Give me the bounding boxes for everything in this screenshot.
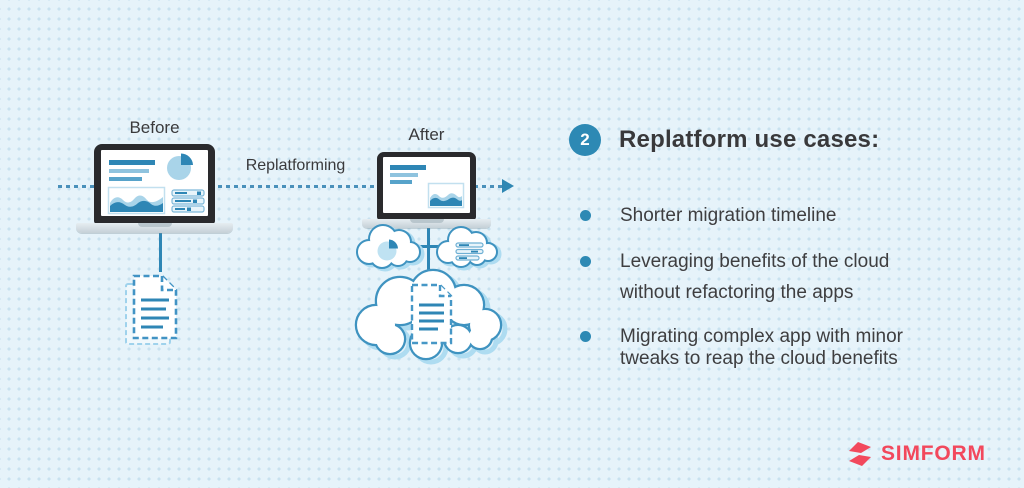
replatforming-dashed-arrow-line	[58, 185, 505, 188]
pie-chart-icon	[377, 239, 398, 261]
document-icon	[410, 283, 453, 345]
after-laptop-icon	[377, 152, 476, 220]
replatforming-label: Replatforming	[245, 157, 346, 174]
pie-chart-icon	[167, 153, 193, 180]
simform-logo-text: SIMFORM	[881, 442, 986, 465]
bullet-dot-icon	[580, 210, 591, 221]
before-dashboard-graphic	[107, 153, 205, 215]
laptop-base-notch	[409, 219, 444, 223]
bullet-item: Shorter migration timeline	[620, 205, 837, 226]
after-cloud-connector-line	[427, 227, 430, 285]
before-label: Before	[129, 118, 180, 137]
panel-title: Replatform use cases:	[619, 126, 880, 153]
area-chart-icon	[107, 186, 166, 215]
bullet-item: Migrating complex app with minor tweaks …	[620, 326, 904, 369]
after-laptop-screen	[383, 157, 470, 213]
bullet-dot-icon	[580, 256, 591, 267]
text-lines-icon	[390, 165, 426, 184]
before-laptop-screen	[101, 150, 208, 216]
step-number-badge: 2	[569, 124, 601, 156]
after-dashboard-graphic	[390, 165, 465, 209]
bullet-dot-icon	[580, 331, 591, 342]
before-laptop-base	[76, 223, 233, 233]
after-label: After	[408, 125, 445, 144]
bullet-item: Leveraging benefits of the cloud without…	[620, 251, 890, 303]
small-clouds-connector-line	[402, 245, 455, 248]
simform-logo-icon	[849, 442, 871, 466]
form-rows-icon	[171, 189, 205, 213]
simform-logo: SIMFORM	[846, 440, 986, 468]
laptop-base-notch	[137, 223, 172, 227]
cloud-document-icon	[354, 268, 508, 365]
area-chart-icon	[427, 182, 465, 209]
arrow-right-icon	[502, 179, 514, 193]
cloud-pie-chart-icon	[356, 224, 425, 272]
before-document-icon	[125, 274, 178, 345]
before-doc-connector-line	[159, 232, 162, 272]
text-lines-icon	[109, 160, 155, 181]
form-rows-icon	[455, 242, 484, 261]
after-laptop-base	[362, 219, 491, 228]
before-laptop-icon	[94, 144, 215, 224]
cloud-form-rows-icon	[436, 226, 502, 271]
